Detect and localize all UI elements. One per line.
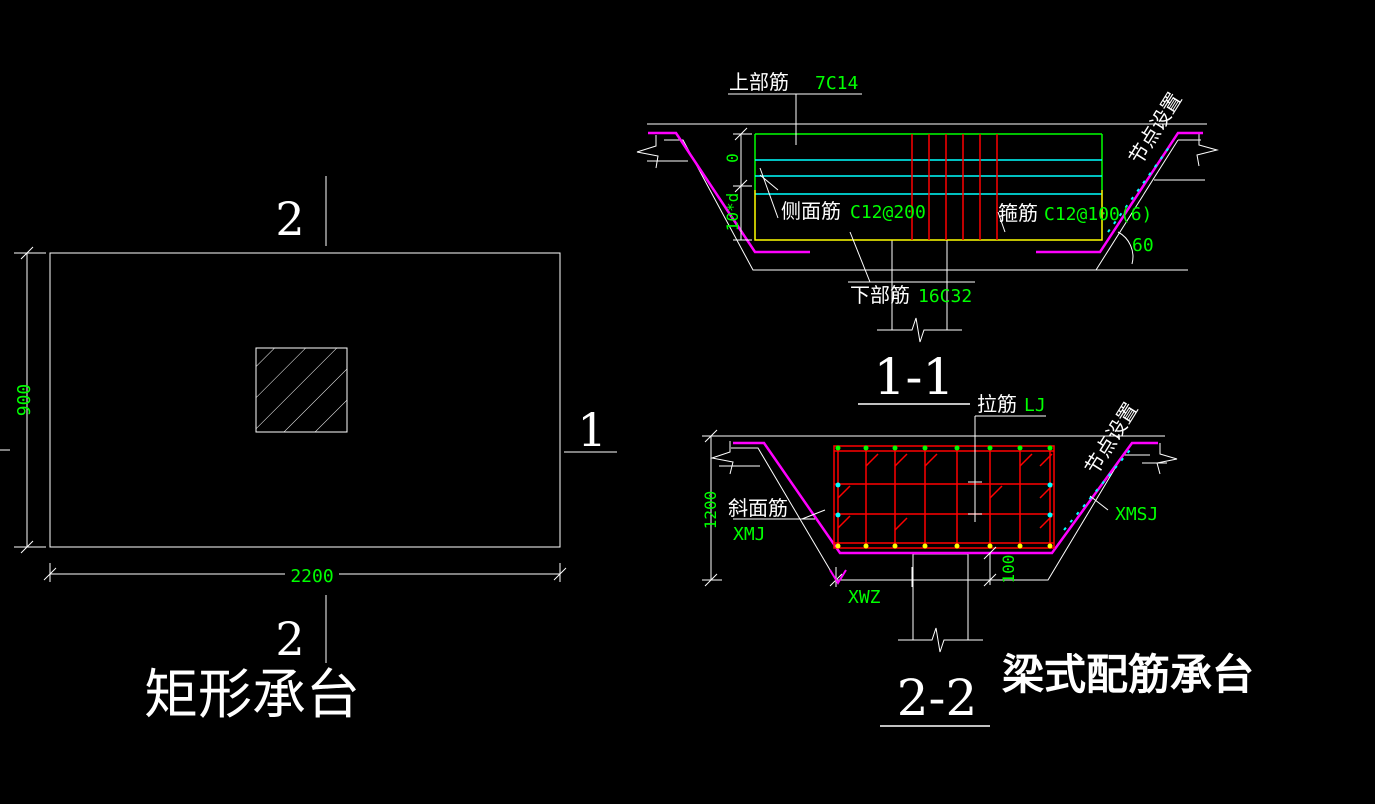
tie-label: 拉筋 (977, 392, 1017, 416)
rebar-grid-2-2 (833, 445, 1055, 549)
section-mark-bottom: 2 (275, 612, 304, 666)
cap-outline (49, 252, 561, 548)
dim-100: 100 (999, 555, 1018, 584)
xwz-label: XWZ (848, 587, 881, 608)
slope-value: XMJ (733, 524, 766, 545)
section-1-1: 0 10*d 上部筋 7C14 侧面筋 C12@200 箍筋 C12@100(6… (636, 70, 1219, 406)
section-2-2-title: 2-2 (897, 669, 978, 727)
stirrup-label: 箍筋 (998, 201, 1038, 225)
tie-value: LJ (1024, 395, 1046, 416)
dim-height-900: 900 (14, 384, 35, 417)
column-hatched (255, 347, 348, 433)
side-bar-value: C12@200 (850, 202, 926, 223)
dim-zero: 0 (723, 153, 742, 163)
stirrup-value: C12@100(6) (1044, 204, 1152, 225)
xmsj-label: XMSJ (1115, 504, 1158, 525)
stirrups-1-1 (911, 134, 998, 240)
bottom-bar-label: 下部筋 (850, 283, 910, 307)
dim-width-2200: 2200 (290, 566, 333, 587)
section-mark-right: 1 (577, 403, 606, 457)
section-2-2: 1200 100 XWZ 拉筋 LJ 斜面筋 XMJ XMSJ 节点设置 2-2 (701, 392, 1178, 727)
section-mark-top: 2 (275, 192, 304, 246)
rebar-dots-2-2 (835, 445, 1053, 549)
top-bar-value: 7C14 (815, 73, 858, 94)
node-note-2-2: 节点设置 (1080, 398, 1143, 479)
left-title: 矩形承台 (144, 663, 360, 726)
dim-1200: 1200 (701, 491, 720, 530)
slope-label: 斜面筋 (728, 496, 788, 520)
section-1-1-title: 1-1 (874, 348, 955, 406)
dim-10d: 10*d (723, 193, 742, 232)
node-note-1-1: 节点设置 (1124, 88, 1187, 169)
slope-bar-1-1 (648, 131, 810, 254)
slope-bar-2-2 (733, 441, 1158, 555)
top-bar-label: 上部筋 (729, 70, 789, 94)
rect-cap-plan: 2 2 1 900 2200 矩形承台 (0, 176, 617, 726)
bottom-bar-value: 16C32 (918, 286, 972, 307)
side-bar-label: 侧面筋 (781, 199, 841, 223)
angle-60: 60 (1132, 235, 1154, 256)
right-title: 梁式配筋承台 (1002, 650, 1254, 699)
